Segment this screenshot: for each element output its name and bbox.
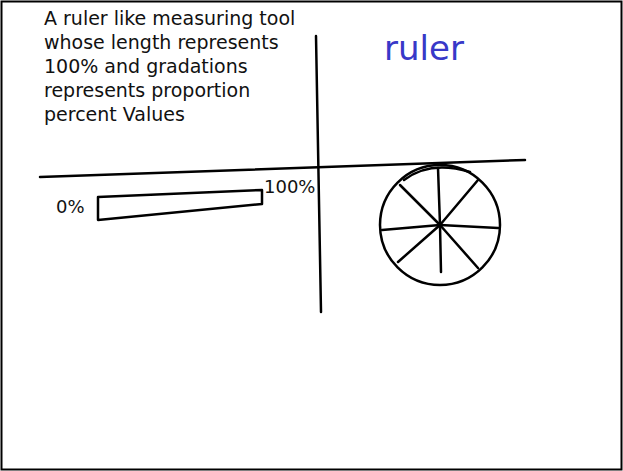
scale-end: 100% [264, 176, 318, 198]
percent-bar [98, 190, 262, 220]
term-text: ruler [384, 28, 584, 68]
definition-text: A ruler like measuring tool whose length… [44, 6, 310, 126]
vertical-divider [316, 36, 321, 312]
scale-start: 0% [56, 196, 96, 218]
pie-circle [380, 165, 500, 285]
